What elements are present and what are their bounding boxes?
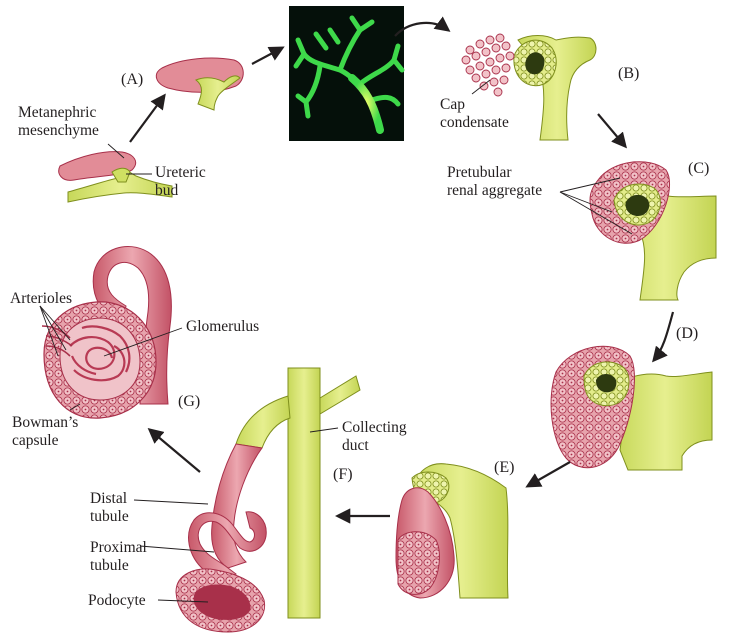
stage-c-illustration	[590, 162, 716, 300]
stage-f-illustration	[176, 368, 360, 632]
ureteric-bud-label: Ureteric bud	[155, 164, 206, 200]
collecting-duct-label: Collecting duct	[342, 419, 407, 455]
stage-d-label: (D)	[676, 325, 698, 343]
stage-a-label: (A)	[121, 71, 143, 89]
stage-b-label: (B)	[618, 65, 639, 83]
stage-g-label: (G)	[178, 393, 200, 411]
podocyte-label: Podocyte	[88, 592, 146, 610]
glomerulus-label: Glomerulus	[186, 318, 259, 336]
metanephric-mesenchyme-label: Metanephric mesenchyme	[18, 104, 99, 140]
stage-d-illustration	[551, 346, 712, 470]
cap-condensate-label: Cap condensate	[440, 96, 509, 132]
bowmans-capsule-label: Bowman’s capsule	[12, 414, 78, 450]
arterioles-label: Arterioles	[10, 290, 72, 308]
fluorescence-micrograph	[289, 6, 404, 141]
stage-a-branching-illustration	[156, 58, 243, 110]
proximal-tubule-label: Proximal tubule	[90, 539, 147, 575]
distal-tubule-label: Distal tubule	[90, 490, 129, 526]
pretubular-renal-aggregate-label: Pretubular renal aggregate	[447, 164, 542, 200]
stage-c-label: (C)	[688, 160, 709, 178]
stage-e-label: (E)	[494, 459, 514, 477]
stage-g-illustration	[42, 246, 171, 418]
stage-e-illustration	[396, 464, 508, 598]
stage-f-label: (F)	[333, 466, 353, 484]
